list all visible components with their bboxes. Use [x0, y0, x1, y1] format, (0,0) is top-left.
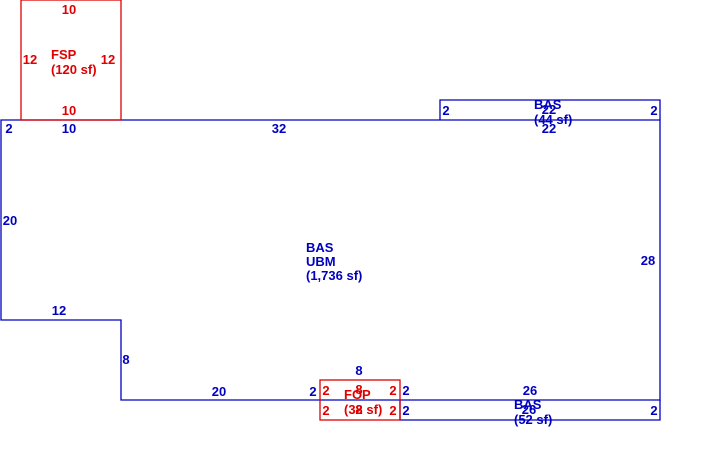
top-addition-code: BAS: [534, 97, 562, 112]
main-area-sub: UBM: [306, 254, 336, 269]
fsp-bottom-dimension: 10: [62, 103, 76, 118]
fop-right-dimension-a: 2: [389, 383, 396, 398]
main-left-short-dimension: 2: [5, 121, 12, 136]
fop-left-dimension-b: 2: [322, 403, 329, 418]
bottom-addition-area: (52 sf): [514, 412, 552, 427]
main-area-code: BAS: [306, 240, 334, 255]
fop-outline: [319, 379, 401, 421]
top-addition-right-dimension: 2: [650, 103, 657, 118]
bottom-addition-code: BAS: [514, 397, 542, 412]
fop-right-dimension-b: 2: [389, 403, 396, 418]
bottom-addition-top-dimension: 26: [523, 383, 537, 398]
main-area-value: (1,736 sf): [306, 268, 362, 283]
bottom-addition-left-dimension-lower: 2: [402, 403, 409, 418]
fop-overlap-label: 8: [355, 382, 362, 397]
fop-left-dimension-a: 2: [322, 383, 329, 398]
fop-code: FOP: [344, 387, 371, 402]
main-left-dimension: 20: [3, 213, 17, 228]
fsp-outline: [20, 0, 122, 121]
top-addition-outline: [439, 99, 661, 120]
top-addition-overlap-label: 22: [542, 102, 556, 117]
fsp-right-dimension: 12: [101, 52, 115, 67]
fop-top-dimension: 8: [355, 363, 362, 378]
fsp-code-label: FSP: [51, 47, 77, 62]
bottom-addition-overlap-label: 26: [522, 402, 536, 417]
fsp-area-label: (120 sf): [51, 62, 97, 77]
main-step-top-dimension: 12: [52, 303, 66, 318]
top-addition-left-dimension: 2: [442, 103, 449, 118]
fop-area: (32 sf): [344, 402, 382, 417]
top-addition-area: (44 sf): [534, 112, 572, 127]
fop-overlap-label-lower: 8: [355, 402, 362, 417]
top-addition-bottom-dimension: 22: [542, 121, 556, 136]
main-right-dimension: 28: [641, 253, 655, 268]
bottom-addition-right-dimension: 2: [650, 403, 657, 418]
bottom-addition-left-dimension: 2: [402, 383, 409, 398]
main-step-side-dimension: 8: [122, 352, 129, 367]
fsp-top-dimension: 10: [62, 2, 76, 17]
fsp-left-dimension: 12: [23, 52, 37, 67]
main-top-dimension-a: 10: [62, 121, 76, 136]
main-top-dimension-b: 32: [272, 121, 286, 136]
main-bottom-dimension-b: 2: [309, 384, 316, 399]
main-bottom-dimension-a: 20: [212, 384, 226, 399]
